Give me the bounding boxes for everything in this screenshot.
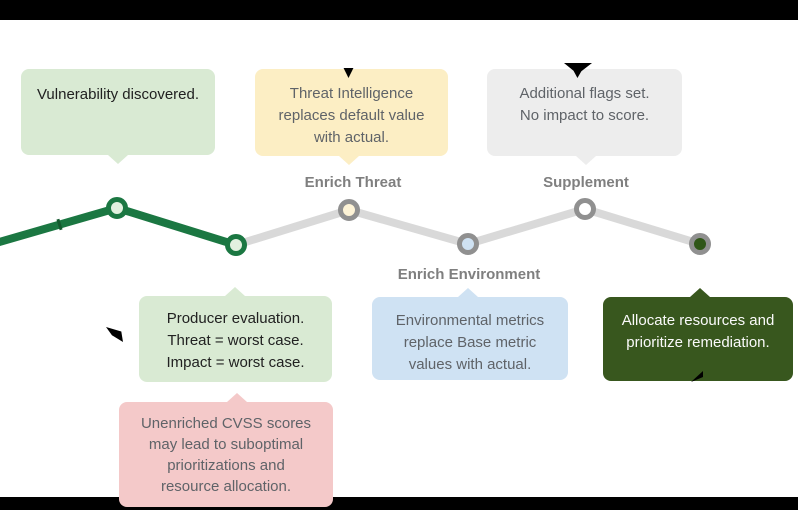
callout-unenriched-warning-text: Unenriched CVSS scores may lead to subop… bbox=[140, 415, 312, 495]
callout-additional-flags-text: Additional flags set. No impact to score… bbox=[519, 85, 650, 124]
crop-artifact-arrow-tip bbox=[343, 68, 354, 78]
callout-producer-evaluation: Producer evaluation. Threat = worst case… bbox=[139, 287, 332, 382]
callout-tail bbox=[690, 288, 710, 297]
top-black-bar bbox=[0, 0, 798, 20]
callout-vulnerability-discovered: Vulnerability discovered. bbox=[21, 69, 215, 164]
callout-environmental-metrics: Environmental metrics replace Base metri… bbox=[372, 288, 568, 380]
node-enrich-environment bbox=[457, 233, 479, 255]
callout-threat-intelligence-text: Threat Intelligence replaces default val… bbox=[278, 85, 425, 146]
label-enrich-threat: Enrich Threat bbox=[304, 174, 402, 191]
label-supplement: Supplement bbox=[543, 174, 629, 191]
node-supplement bbox=[574, 198, 596, 220]
callout-threat-intelligence: Threat Intelligence replaces default val… bbox=[255, 69, 448, 165]
node-consumer-end bbox=[689, 233, 711, 255]
callout-producer-evaluation-text: Producer evaluation. Threat = worst case… bbox=[166, 310, 305, 371]
label-enrich-environment: Enrich Environment bbox=[397, 266, 541, 283]
callout-unenriched-warning: Unenriched CVSS scores may lead to subop… bbox=[119, 393, 333, 507]
callout-tail bbox=[225, 287, 245, 296]
callout-tail bbox=[576, 156, 596, 165]
callout-tail bbox=[458, 288, 478, 297]
node-producer-evaluation bbox=[225, 234, 247, 256]
callout-allocate-resources: Allocate resources and prioritize remedi… bbox=[603, 288, 793, 381]
callout-allocate-resources-text: Allocate resources and prioritize remedi… bbox=[621, 312, 775, 351]
node-enrich-threat bbox=[338, 199, 360, 221]
crop-artifact-arrow-tip bbox=[691, 371, 703, 382]
callout-tail bbox=[227, 393, 247, 402]
callout-additional-flags: Additional flags set. No impact to score… bbox=[487, 69, 682, 165]
callout-vulnerability-text: Vulnerability discovered. bbox=[36, 86, 200, 103]
callout-environmental-metrics-text: Environmental metrics replace Base metri… bbox=[395, 312, 545, 373]
node-vulnerability-discovered bbox=[106, 197, 128, 219]
callout-tail bbox=[339, 156, 359, 165]
callout-tail bbox=[108, 155, 128, 164]
